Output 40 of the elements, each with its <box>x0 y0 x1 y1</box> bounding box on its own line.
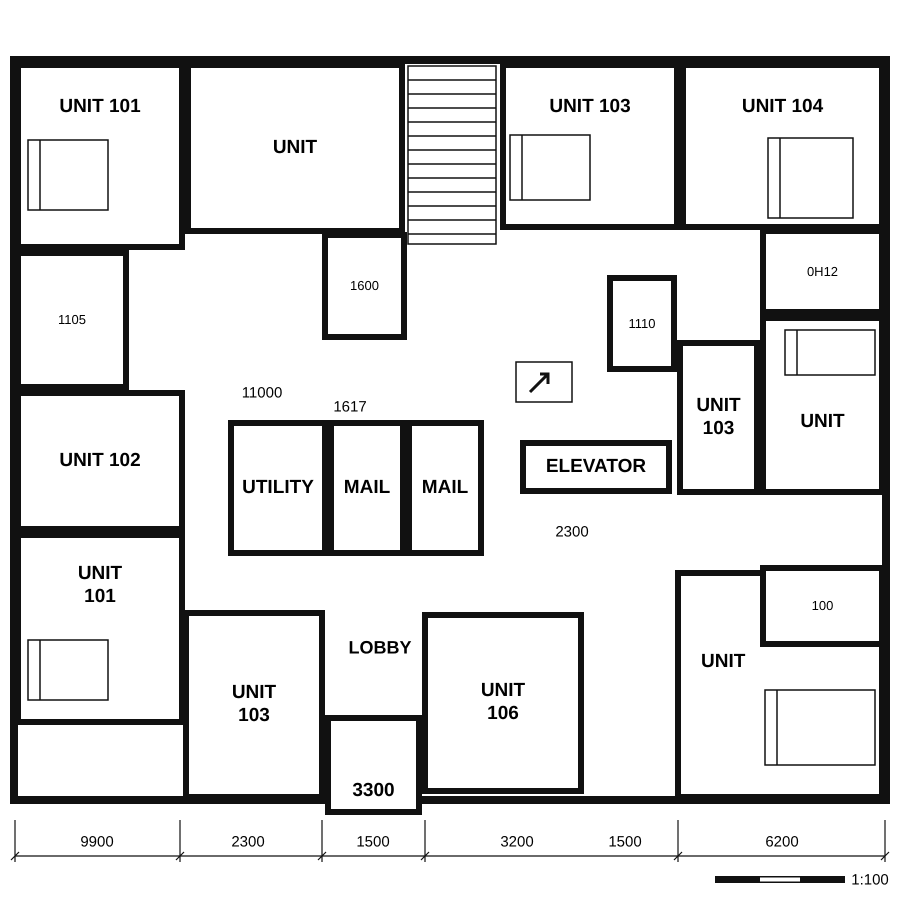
room-label: 1105 <box>58 312 86 328</box>
room-outline <box>406 420 484 556</box>
room-label: UTILITY <box>242 476 314 500</box>
room-label: 3300 <box>352 780 395 803</box>
dimension-text: 2300 <box>555 524 589 540</box>
room-outline <box>520 440 672 494</box>
room-label: UNIT 104 <box>742 96 824 119</box>
room-label: UNIT 101 <box>76 563 124 609</box>
room-label: MAIL <box>422 476 468 500</box>
room-label: UNIT <box>701 651 746 674</box>
dimension-text: 1500 <box>356 834 390 850</box>
room-label: UNIT 103 <box>549 96 631 119</box>
room-label: UNIT 101 <box>59 96 141 119</box>
room-label: UNIT <box>800 411 845 434</box>
dimension-text: 1500 <box>608 834 642 850</box>
area-label: 11000 <box>242 384 282 402</box>
room-label: UNIT <box>272 136 318 160</box>
room-outline <box>228 420 328 556</box>
room-label: MAIL <box>344 476 390 500</box>
room-label: UNIT 103 <box>230 682 278 728</box>
room-label: 1110 <box>628 316 656 332</box>
room-label: 100 <box>812 598 834 614</box>
room-label: UNIT 106 <box>480 680 526 726</box>
room-outline <box>677 340 760 495</box>
room-outline <box>607 275 677 372</box>
dimension-text: 3200 <box>500 834 534 850</box>
area-label: LOBBY <box>348 638 412 658</box>
dimension-text: 2300 <box>231 834 265 850</box>
room-label: UNIT 103 <box>695 394 742 440</box>
room-label: 0H12 <box>806 264 838 280</box>
room-outline <box>422 612 584 794</box>
scale-text: 1:100 <box>851 872 889 888</box>
room-outline <box>322 232 407 340</box>
room-label: 1600 <box>350 278 379 294</box>
room-outline <box>760 565 885 647</box>
room-label: ELEVATOR <box>546 456 646 478</box>
dimension-text: 6200 <box>765 834 799 850</box>
dimension-text: 9900 <box>80 834 114 850</box>
room-label: UNIT 102 <box>59 450 141 472</box>
area-label: 1617 <box>333 398 367 416</box>
